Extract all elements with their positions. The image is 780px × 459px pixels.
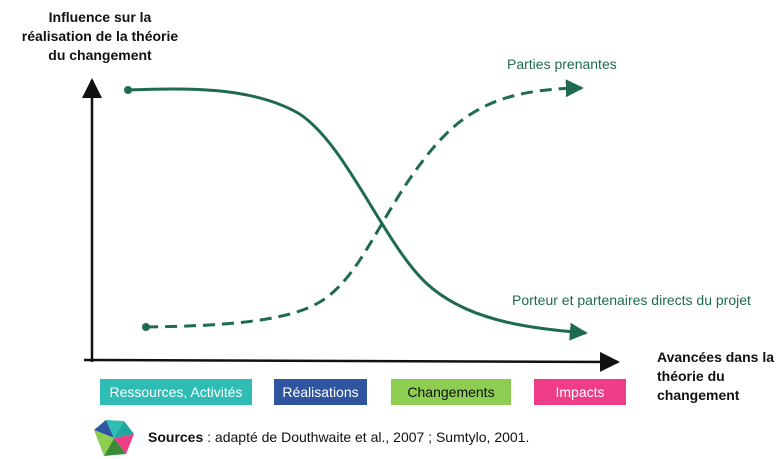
x-axis — [83, 351, 620, 372]
curve-label-parties-prenantes: Parties prenantes — [507, 56, 617, 72]
y-axis-title-line: réalisation de la théorie — [21, 28, 179, 44]
stage-impacts: Impacts — [534, 379, 626, 405]
x-axis-title-line: théorie du — [657, 368, 725, 384]
x-axis-title-line: changement — [657, 387, 740, 403]
source-prefix: Sources — [148, 429, 204, 445]
source-text: : adapté de Douthwaite et al., 2007 ; Su… — [203, 429, 530, 445]
curve-porteur-start-dot — [124, 86, 132, 94]
y-axis-title-line: du changement — [48, 47, 152, 63]
curve-porteur-partenaires — [127, 87, 588, 341]
stage-realisations: Réalisations — [274, 379, 367, 405]
curve-parties-prenantes — [145, 79, 584, 329]
y-axis-title: Influence sur la réalisation de la théor… — [0, 8, 200, 65]
logo-icon — [94, 420, 134, 456]
y-axis-title-line: Influence sur la — [48, 9, 152, 25]
curve-parties-start-dot — [142, 323, 150, 331]
source-note: Sources : adapté de Douthwaite et al., 2… — [148, 429, 529, 445]
stage-ressources-activites: Ressources, Activités — [100, 379, 252, 405]
stage-changements: Changements — [391, 379, 511, 405]
x-axis-title: Avancées dans la théorie du changement — [657, 348, 777, 405]
curve-label-porteur-partenaires: Porteur et partenaires directs du projet — [512, 292, 751, 308]
x-axis-title-line: Avancées dans la — [657, 349, 774, 365]
